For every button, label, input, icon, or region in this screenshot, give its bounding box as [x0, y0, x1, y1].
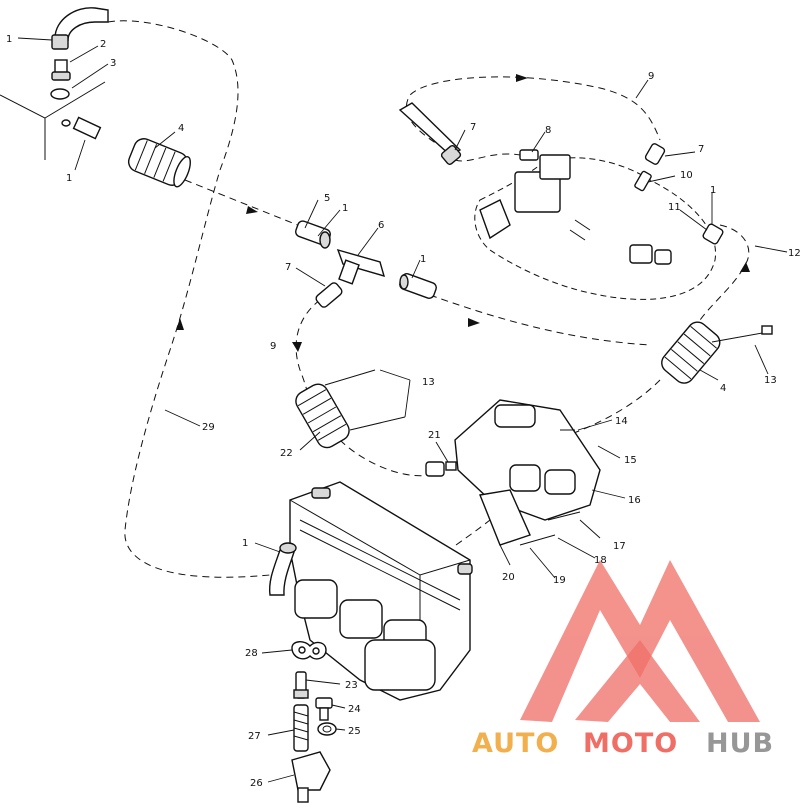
callout-9: 9 [270, 341, 276, 352]
bottom-parts [291, 641, 337, 803]
leader-lines [17, 37, 788, 783]
callout-29: 29 [202, 422, 215, 433]
callout-13: 13 [422, 377, 435, 388]
lower-bellows [295, 369, 457, 477]
logo-mark-inner [575, 640, 700, 722]
callout-11: 11 [668, 202, 681, 213]
callout-15: 15 [624, 455, 637, 466]
callout-25: 25 [348, 726, 361, 737]
callout-1: 1 [6, 34, 12, 45]
logo-word-auto: AUTO [472, 728, 559, 759]
callout-21: 21 [428, 430, 441, 441]
logo-word-moto: MOTO [583, 728, 678, 759]
top-left-parts [0, 7, 191, 188]
callout-1: 1 [710, 185, 716, 196]
callout-1: 1 [420, 254, 426, 265]
callout-16: 16 [628, 495, 641, 506]
callout-6: 6 [378, 220, 384, 231]
callout-23: 23 [345, 680, 358, 691]
callout-22: 22 [280, 448, 293, 459]
callout-20: 20 [502, 572, 515, 583]
callout-4: 4 [720, 383, 726, 394]
callout-27: 27 [248, 731, 261, 742]
manifold-assembly [454, 399, 601, 546]
callout-14: 14 [615, 416, 628, 427]
flow-arrows [176, 74, 750, 352]
callout-10: 10 [680, 170, 693, 181]
callout-7: 7 [470, 122, 476, 133]
callout-5: 5 [324, 193, 330, 204]
callout-7: 7 [698, 144, 704, 155]
callout-1: 1 [342, 203, 348, 214]
callout-8: 8 [545, 125, 551, 136]
callout-1: 1 [66, 173, 72, 184]
callout-12: 12 [788, 248, 800, 259]
right-bellows [661, 321, 773, 384]
callout-17: 17 [613, 541, 626, 552]
callout-13: 13 [764, 375, 777, 386]
callout-9: 9 [648, 71, 654, 82]
cylinder-block [268, 481, 473, 701]
logo-word-hub: HUB [706, 728, 774, 759]
middle-hose-parts [294, 220, 437, 308]
callout-1: 1 [242, 538, 248, 549]
watermark-logo: AUTO MOTO HUB [472, 560, 774, 759]
callout-26: 26 [250, 778, 263, 789]
callout-28: 28 [245, 648, 258, 659]
callout-labels: 1 2 3 4 1 5 1 6 7 1 9 7 8 7 10 9 1 11 12… [6, 34, 800, 789]
callout-24: 24 [348, 704, 361, 715]
callout-19: 19 [553, 575, 566, 586]
callout-7: 7 [285, 262, 291, 273]
callout-2: 2 [100, 39, 106, 50]
callout-18: 18 [594, 555, 607, 566]
callout-3: 3 [110, 58, 116, 69]
callout-4: 4 [178, 123, 184, 134]
upper-right-assembly [398, 102, 724, 300]
